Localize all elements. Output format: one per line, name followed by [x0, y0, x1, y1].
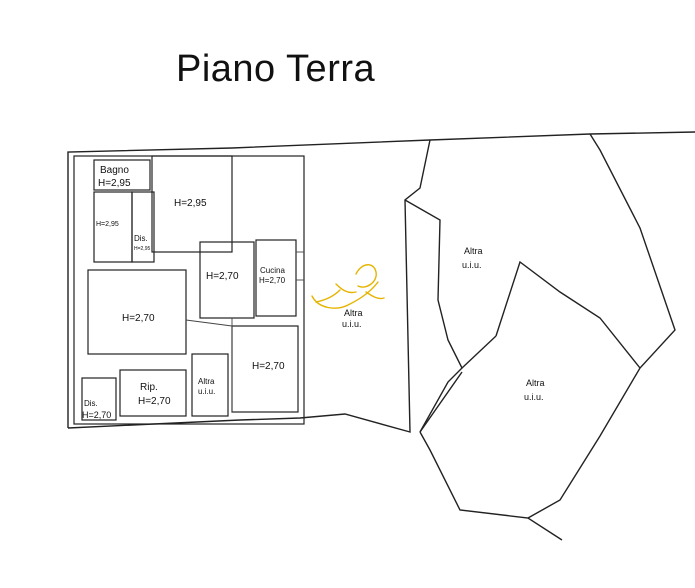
label-altra-bottom-right: Altra: [526, 378, 545, 388]
label-rip: Rip.: [140, 382, 158, 393]
label-altra-top-right-uiu: u.i.u.: [462, 260, 482, 270]
label-room-top-h: H=2,95: [174, 198, 207, 209]
label-room-right-h: H=2,70: [252, 361, 285, 372]
label-altra-top-right: Altra: [464, 246, 483, 256]
label-dis-top-h: H=2,95: [134, 246, 150, 252]
signature-scribble: [311, 264, 385, 309]
label-room-center-h: H=2,70: [206, 271, 239, 282]
parcel-outline: [67, 131, 695, 541]
label-big-left-h: H=2,70: [122, 313, 155, 324]
label-altra-small-uiu: u.i.u.: [198, 387, 215, 396]
label-bagno-h: H=2,95: [98, 178, 131, 189]
room-labels: Bagno H=2,95 H=2,95 H=2,95 Dis. H=2,95 H…: [82, 165, 545, 420]
label-altra-bottom-right-uiu: u.i.u.: [524, 392, 544, 402]
label-left-small-h: H=2,95: [96, 221, 119, 228]
label-bagno: Bagno: [100, 165, 129, 176]
label-cucina: Cucina: [260, 266, 285, 275]
label-altra-center: Altra: [344, 308, 363, 318]
label-altra-small: Altra: [198, 377, 215, 386]
label-dis-top: Dis.: [134, 234, 148, 243]
label-rip-h: H=2,70: [138, 396, 171, 407]
label-dis-bottom-h: H=2,70: [82, 410, 111, 420]
page-title: Piano Terra: [176, 48, 376, 90]
label-dis-bottom: Dis.: [84, 399, 98, 408]
apartment-walls: [73, 155, 305, 425]
label-cucina-h: H=2,70: [259, 276, 286, 285]
label-altra-center-uiu: u.i.u.: [342, 319, 362, 329]
